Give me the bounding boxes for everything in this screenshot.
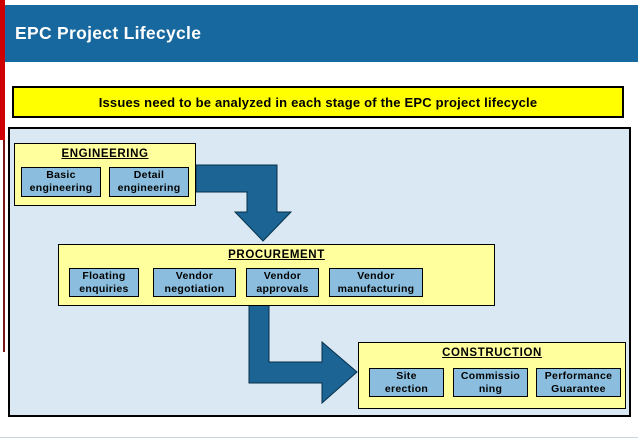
left-accent-line (3, 140, 5, 352)
item-site-erection: Site erection (369, 368, 444, 397)
banner: Issues need to be analyzed in each stage… (12, 86, 624, 118)
stage-construction: CONSTRUCTION Site erection Commissio nin… (358, 342, 626, 409)
page-title: EPC Project Lifecycle (15, 23, 202, 43)
stage-engineering: ENGINEERING Basic engineering Detail eng… (14, 143, 196, 206)
item-floating-enquiries: Floating enquiries (69, 268, 139, 297)
item-detail-engineering: Detail engineering (109, 167, 189, 197)
stage-engineering-title: ENGINEERING (61, 148, 149, 160)
banner-text: Issues need to be analyzed in each stage… (98, 94, 538, 110)
item-basic-engineering: Basic engineering (21, 167, 101, 197)
left-accent-strip (0, 0, 5, 140)
item-vendor-negotiation: Vendor negotiation (153, 268, 236, 297)
item-performance-guarantee: Performance Guarantee (536, 368, 621, 397)
stage-procurement-title: PROCUREMENT (228, 249, 325, 261)
stage-procurement: PROCUREMENT Floating enquiries Vendor ne… (58, 244, 495, 306)
footer-divider (0, 437, 638, 438)
item-vendor-manufacturing: Vendor manufacturing (329, 268, 423, 297)
stage-construction-title: CONSTRUCTION (442, 347, 542, 359)
item-commissioning: Commissio ning (453, 368, 528, 397)
slide-header: EPC Project Lifecycle (0, 5, 638, 62)
item-vendor-approvals: Vendor approvals (246, 268, 319, 297)
